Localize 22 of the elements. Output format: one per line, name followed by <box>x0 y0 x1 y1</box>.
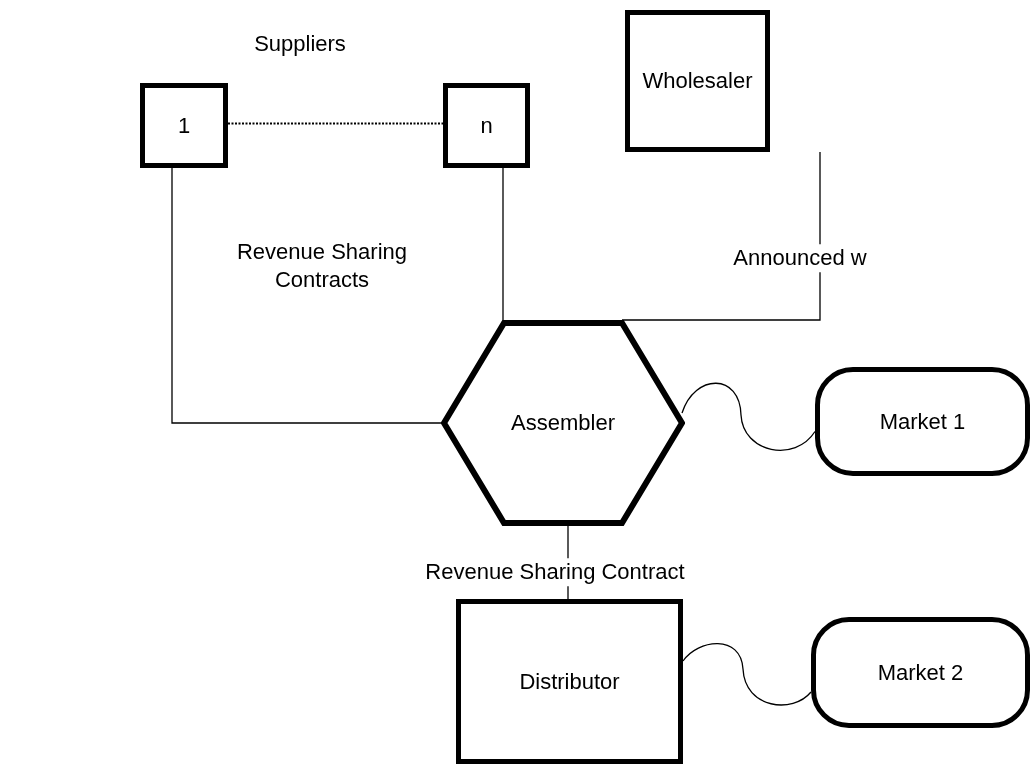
connector-line <box>502 167 504 321</box>
node-label: Assembler <box>511 409 615 437</box>
text-label: Revenue Sharing Contracts <box>236 238 408 293</box>
node-label: Wholesaler <box>642 67 753 95</box>
rounded-box <box>811 617 1030 728</box>
connector-line <box>681 382 816 451</box>
box <box>456 599 683 764</box>
node-label: 1 <box>177 111 191 140</box>
node-label: Market 1 <box>879 407 966 436</box>
node-label: Distributor <box>519 667 620 696</box>
rounded-box <box>815 367 1030 476</box>
node-label: Market 2 <box>877 658 964 687</box>
connector-line <box>682 643 812 706</box>
connector-line <box>171 167 442 424</box>
node-label: n <box>480 111 493 140</box>
connector-line <box>227 122 444 125</box>
box <box>140 83 228 168</box>
box <box>625 10 770 152</box>
box <box>443 83 530 168</box>
connector-line <box>621 151 821 321</box>
hexagon-node <box>441 320 685 526</box>
text-label: Suppliers <box>254 30 346 58</box>
